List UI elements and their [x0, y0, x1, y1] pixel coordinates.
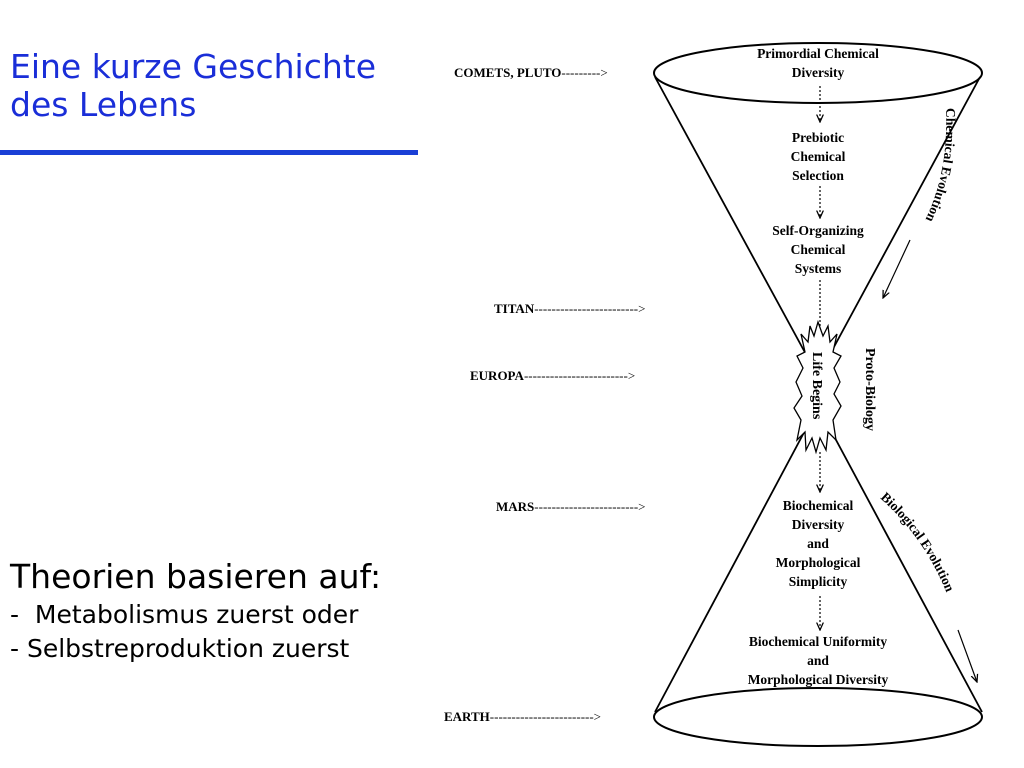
title-underline [0, 150, 418, 155]
slide-title: Eine kurze Geschichte des Lebens [10, 48, 420, 124]
bottom-cone-right-edge [827, 424, 983, 713]
bottom-cone-left-edge [654, 424, 809, 713]
body-arrow: ------------------------> [524, 368, 635, 383]
theory-heading: Theorien basieren auf: [10, 557, 382, 596]
bottom-stage1-line-4: Morphological [776, 555, 861, 570]
life-begins-label: Life Begins [809, 352, 824, 420]
body-label: EUROPA [470, 368, 525, 383]
stage2-line-3: Selection [792, 168, 844, 183]
bottom-ellipse [653, 687, 983, 747]
body-label: COMETS, PLUTO [454, 65, 561, 80]
bottom-stage1-line-5: Simplicity [789, 574, 848, 589]
body-mars: MARS------------------------> [496, 499, 646, 514]
top-label-line-2: Diversity [792, 65, 845, 80]
body-titan: TITAN------------------------> [494, 301, 645, 316]
body-europa: EUROPA------------------------> [470, 368, 635, 383]
body-arrow: ------------------------> [534, 499, 645, 514]
stage3-line-1: Self-Organizing [772, 223, 864, 238]
theory-item-self-replication: - Selbstreproduktion zuerst [10, 634, 350, 663]
stage3-line-3: Systems [795, 261, 842, 276]
bottom-stage1-line-1: Biochemical [783, 498, 854, 513]
proto-biology-label: Proto-Biology [862, 348, 877, 431]
bottom-stage1-line-3: and [807, 536, 829, 551]
top-label-line-1: Primordial Chemical [757, 46, 879, 61]
theory-block: Theorien basieren auf: - Metabolismus zu… [10, 556, 430, 666]
slide-title-line-2: des Lebens [10, 85, 197, 124]
bottom-stage2-line-2: and [807, 653, 829, 668]
body-label: EARTH [444, 709, 490, 724]
chemical-evolution-text: Chemical Evolution [923, 108, 959, 225]
stage2-line-1: Prebiotic [792, 130, 844, 145]
life-begins-starburst [793, 319, 842, 455]
slide-title-line-1: Eine kurze Geschichte [10, 47, 377, 86]
top-ellipse [653, 42, 983, 104]
bottom-stage2-line-3: Morphological Diversity [748, 672, 889, 687]
bottom-stage2-line-1: Biochemical Uniformity [749, 634, 888, 649]
bottom-stage1-line-2: Diversity [792, 517, 845, 532]
body-arrow: ---------> [561, 65, 607, 80]
stage3-line-2: Chemical [791, 242, 846, 257]
top-cone-left-edge [654, 76, 809, 359]
biological-evolution-arrow [957, 629, 977, 682]
body-arrow: ------------------------> [534, 301, 645, 316]
chemical-evolution-arrow [883, 239, 911, 298]
top-cone-right-edge [827, 76, 981, 359]
theory-item-metabolism: - Metabolismus zuerst oder [10, 600, 359, 629]
chemical-evolution-label: Chemical Evolution [923, 108, 959, 225]
body-arrow: ------------------------> [490, 709, 601, 724]
body-comets-pluto: COMETS, PLUTO---------> [454, 65, 608, 80]
stage2-line-2: Chemical [791, 149, 846, 164]
body-label: TITAN [494, 301, 535, 316]
body-earth: EARTH------------------------> [444, 709, 601, 724]
body-label: MARS [496, 499, 534, 514]
